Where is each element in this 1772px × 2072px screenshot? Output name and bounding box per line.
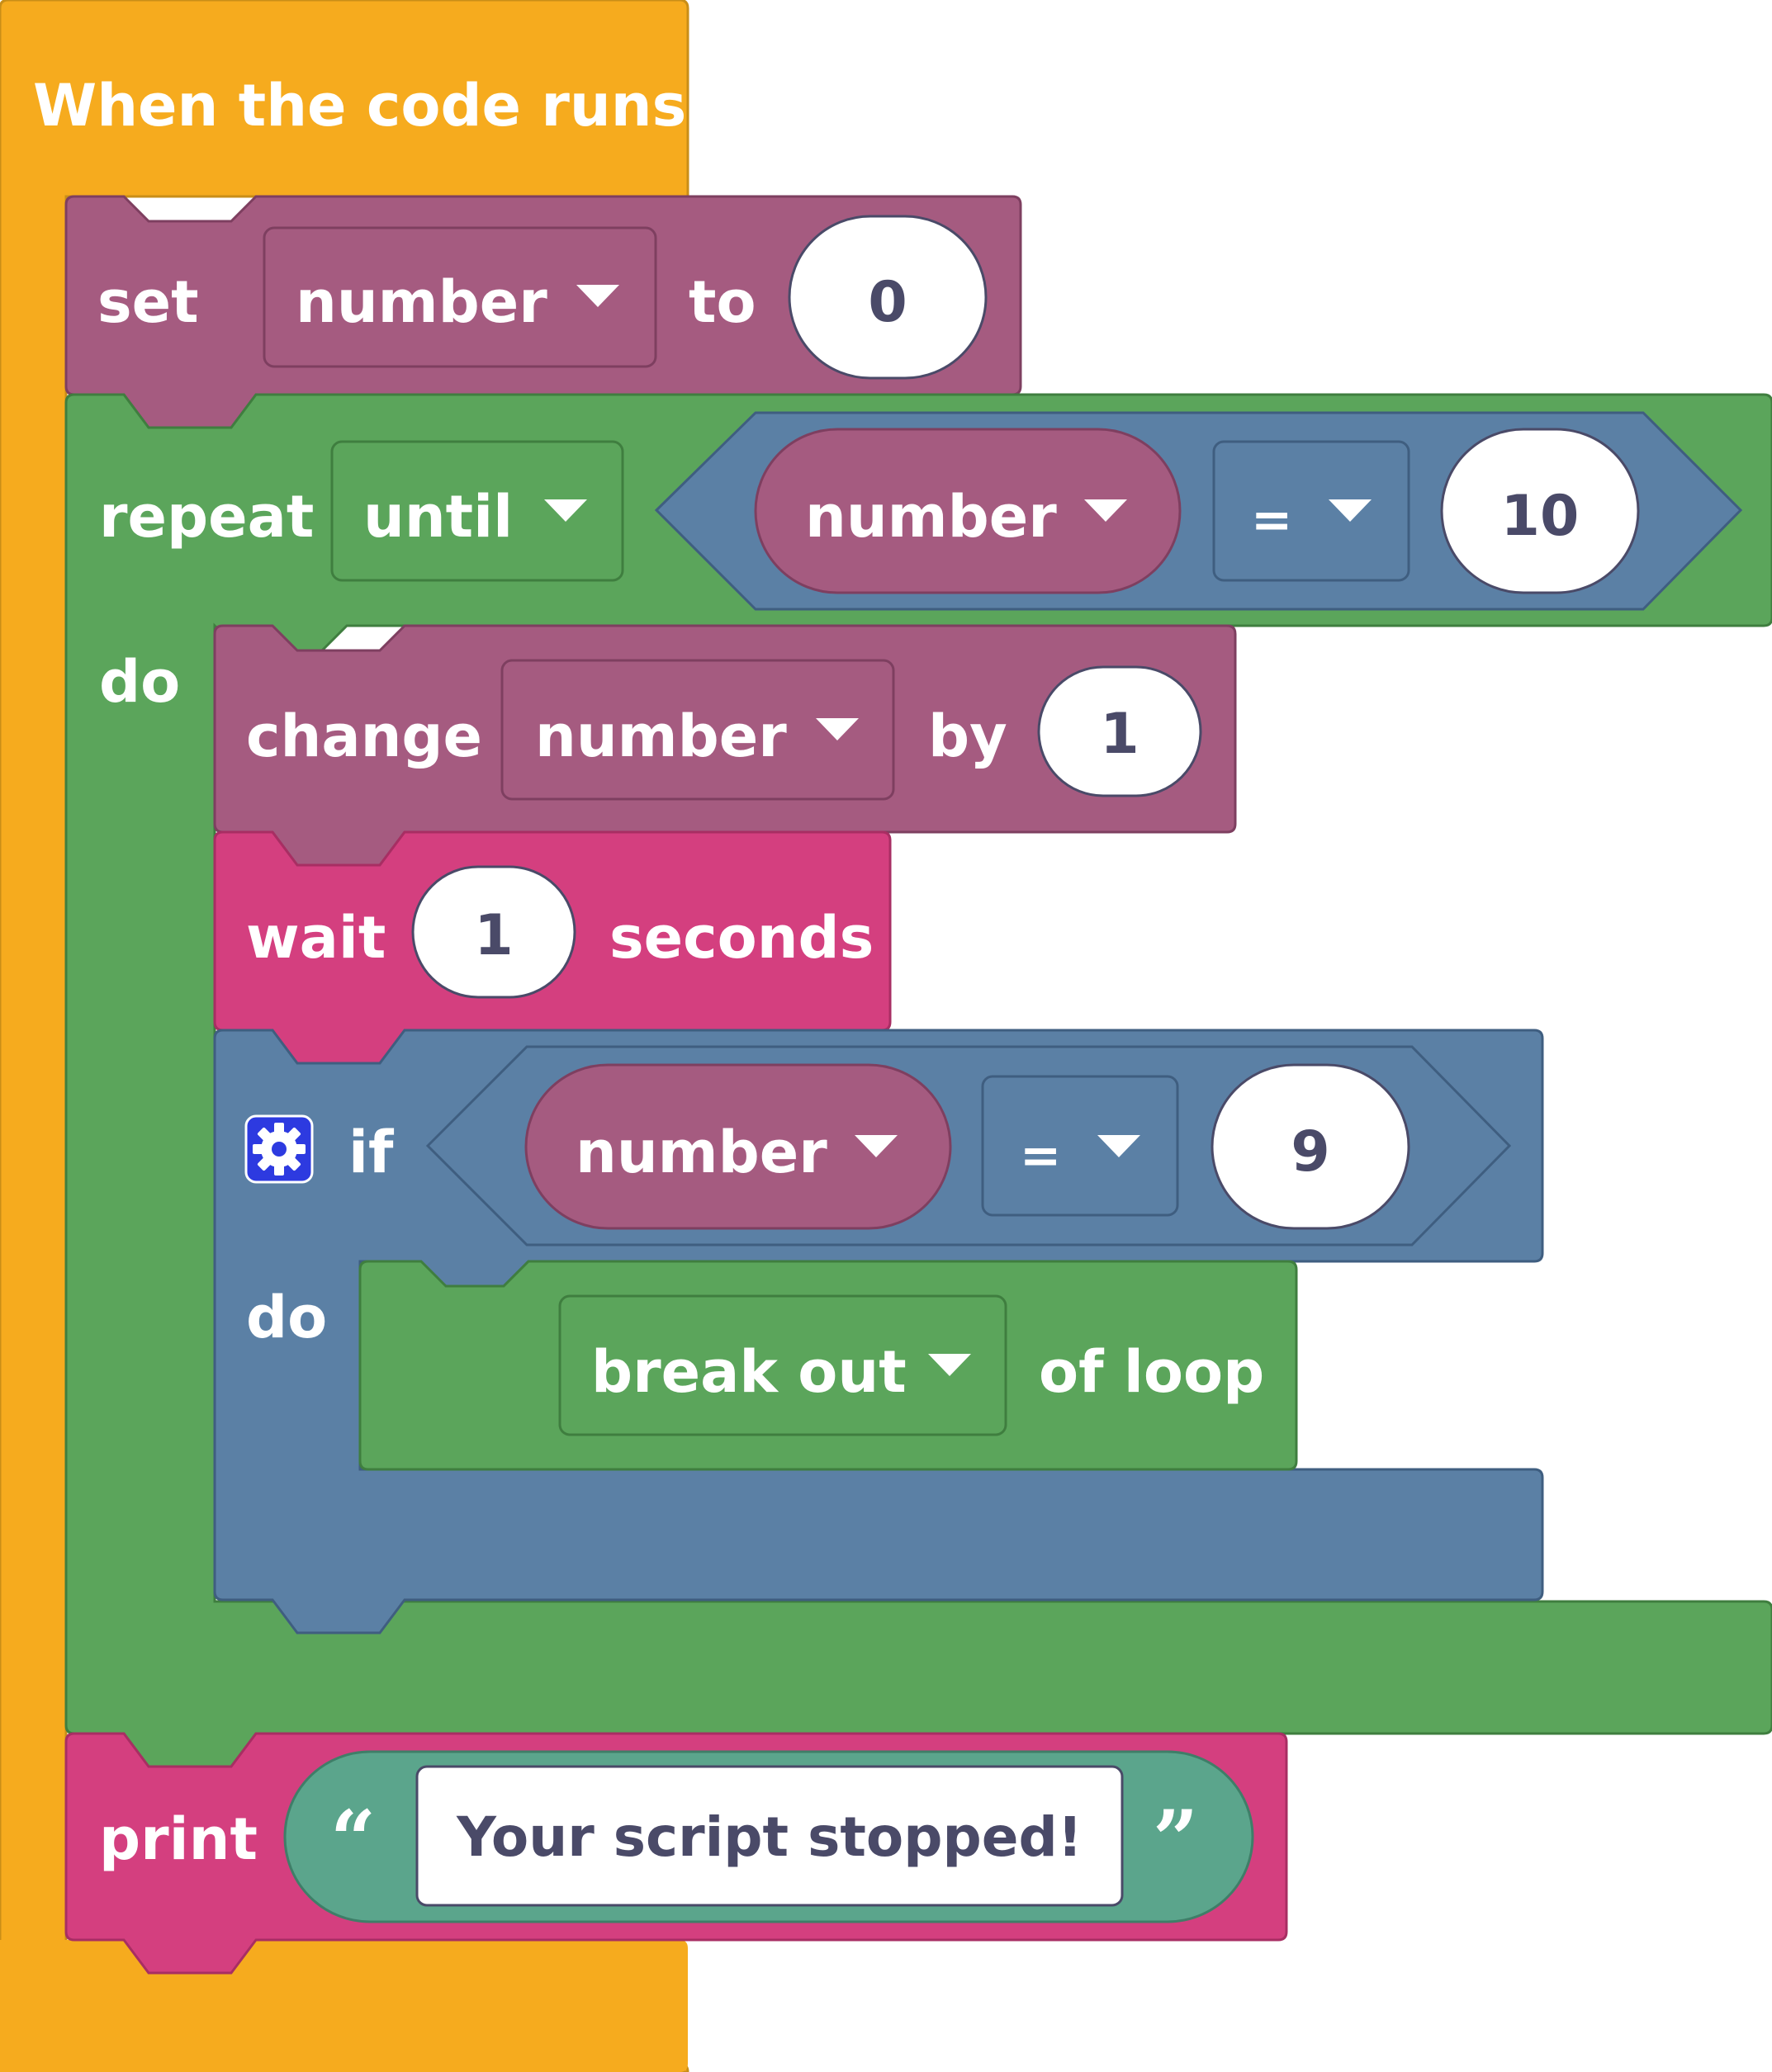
repeat-label: repeat <box>99 483 314 551</box>
set-value-text: 0 <box>868 270 907 335</box>
set-value-input[interactable] <box>788 215 988 380</box>
wait-unit-label: seconds <box>609 904 874 972</box>
repeat-condition-operator-dropdown[interactable] <box>1212 440 1410 582</box>
wait-value-input[interactable] <box>411 865 576 999</box>
repeat-do-label: do <box>99 648 180 716</box>
wait-label: wait <box>246 904 386 972</box>
if-condition-operator-text: = <box>1020 1127 1061 1185</box>
repeat-condition-variable[interactable] <box>754 428 1182 594</box>
if-condition-variable[interactable] <box>524 1063 952 1230</box>
set-variable-name: number <box>296 268 547 336</box>
if-do-label: do <box>246 1284 327 1351</box>
change-variable-dropdown[interactable] <box>500 659 895 801</box>
set-variable-dropdown[interactable] <box>263 226 657 368</box>
repeat-condition-value-input[interactable] <box>1440 428 1640 594</box>
change-value-input[interactable] <box>1037 665 1202 797</box>
if-label: if <box>348 1119 395 1186</box>
change-value-text: 1 <box>1100 702 1139 767</box>
if-condition-chevron-down-icon <box>855 1135 898 1157</box>
repeat-condition-operator-text: = <box>1251 491 1292 549</box>
if-condition-operator-dropdown[interactable] <box>981 1075 1179 1217</box>
set-label: set <box>97 268 199 336</box>
print-label: print <box>99 1805 258 1873</box>
change-variable-name: number <box>535 702 787 770</box>
if-condition-value-text: 9 <box>1291 1119 1329 1185</box>
repeat-mode-dropdown[interactable] <box>330 440 624 582</box>
break-mode-text: break out <box>591 1338 907 1406</box>
if-condition-variable-text: number <box>576 1119 827 1186</box>
change-label: change <box>246 702 482 770</box>
repeat-operator-chevron-down-icon <box>1329 499 1372 522</box>
print-text-input[interactable] <box>415 1765 1124 1907</box>
break-mode-chevron-down-icon <box>928 1354 971 1376</box>
wait-value-text: 1 <box>474 903 513 968</box>
if-operator-chevron-down-icon <box>1097 1135 1140 1157</box>
print-close-quote-icon: ” <box>1153 1793 1198 1886</box>
print-open-quote-icon: “ <box>330 1793 376 1886</box>
break-mode-dropdown[interactable] <box>558 1294 1007 1436</box>
set-to-label: to <box>689 268 756 336</box>
print-text-value: Your script stopped! <box>456 1805 1083 1869</box>
if-gear-icon[interactable] <box>244 1114 314 1184</box>
set-variable-chevron-down-icon <box>576 285 619 307</box>
hat-label: When the code runs <box>33 72 686 140</box>
change-variable-chevron-down-icon <box>816 718 859 740</box>
repeat-mode-chevron-down-icon <box>544 499 587 522</box>
repeat-condition-chevron-down-icon <box>1084 499 1127 522</box>
hat-block-bottom <box>0 1940 688 2072</box>
repeat-mode-text: until <box>363 483 513 551</box>
repeat-condition-value-text: 10 <box>1501 484 1580 549</box>
repeat-condition-variable-text: number <box>805 483 1057 551</box>
break-suffix-label: of loop <box>1039 1338 1264 1406</box>
if-condition-value-input[interactable] <box>1211 1063 1410 1230</box>
change-by-label: by <box>928 702 1007 770</box>
